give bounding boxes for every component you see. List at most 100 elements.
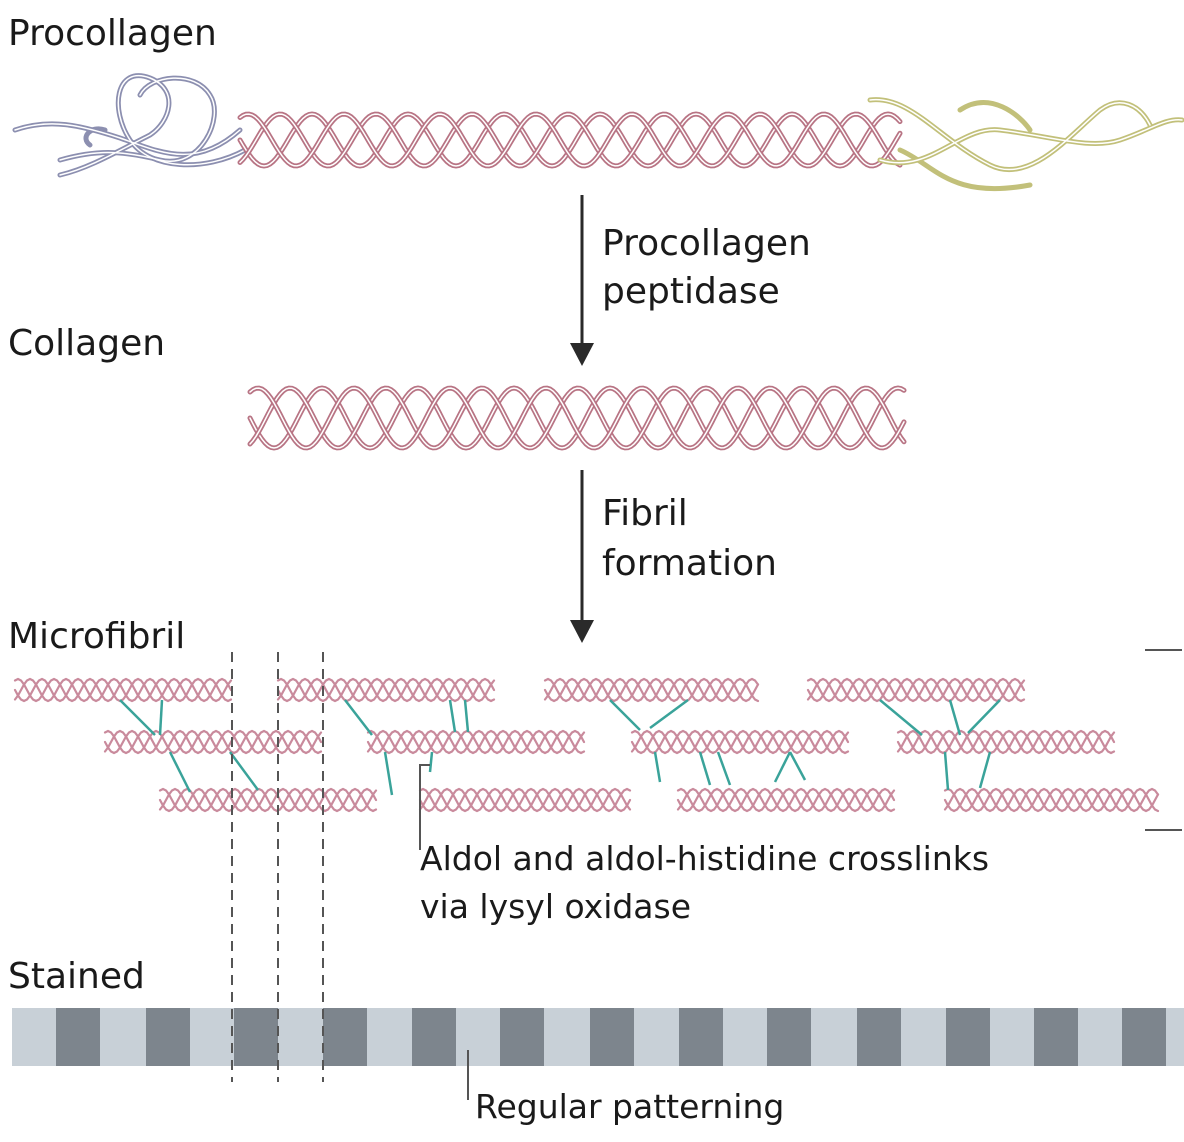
stained-dark-band — [590, 1008, 634, 1066]
microfibril-strand — [366, 729, 586, 755]
n-propeptide-outline — [14, 75, 246, 176]
collagen-helix-strand-highlight — [249, 387, 905, 449]
stained-dark-band — [857, 1008, 901, 1066]
stained-dark-band — [146, 1008, 190, 1066]
stained-dark-band — [500, 1008, 544, 1066]
alignment-guides — [231, 652, 324, 1082]
crosslink — [463, 699, 470, 733]
crosslink — [168, 751, 192, 793]
microfibril-strand — [276, 677, 496, 703]
microfibril-strand — [806, 677, 1026, 703]
crosslinks — [119, 698, 1001, 796]
microfibril-strand — [676, 787, 896, 813]
procollagen-helix-strand-highlight — [239, 113, 901, 167]
step1-label-line1: Procollagen — [602, 223, 811, 264]
microfibril-molecule — [630, 729, 850, 755]
microfibril-strand — [630, 729, 850, 755]
crosslink — [428, 751, 434, 773]
stained-dark-band — [1034, 1008, 1078, 1066]
crosslink — [344, 699, 373, 736]
microfibril-molecule — [676, 787, 896, 813]
microfibril-strand — [943, 787, 1160, 813]
microfibril-strand — [676, 787, 896, 813]
microfibril-strand — [158, 787, 378, 813]
microfibril-strand — [158, 787, 378, 813]
patterning-label: Regular patterning — [475, 1087, 784, 1126]
stained-dark-band — [56, 1008, 100, 1066]
crosslink — [773, 751, 792, 783]
crosslink — [653, 751, 662, 783]
crosslink — [649, 698, 689, 730]
microfibril-strand — [13, 677, 233, 703]
step1-label-line2: peptidase — [602, 271, 780, 312]
microfibril-strand — [896, 729, 1116, 755]
stained-label: Stained — [8, 956, 145, 997]
down-arrow-icon — [570, 470, 594, 643]
microfibril-molecule — [943, 787, 1160, 813]
microfibril-strand — [418, 787, 632, 813]
crosslink — [698, 751, 712, 786]
microfibril-molecule — [418, 787, 632, 813]
step2-label-line2: formation — [602, 543, 777, 584]
microfibril-molecule — [806, 677, 1026, 703]
microfibril-strand — [896, 729, 1116, 755]
microfibril-strand — [676, 787, 896, 813]
microfibril-label: Microfibril — [8, 616, 185, 657]
crosslink — [948, 699, 962, 736]
crosslink — [609, 699, 641, 731]
microfibril-molecule — [158, 787, 378, 813]
microfibril-strand — [543, 677, 760, 703]
microfibril-molecule — [276, 677, 496, 703]
crosslink — [383, 751, 394, 796]
microfibril-molecule — [103, 729, 323, 755]
microfibril-strand — [13, 677, 233, 703]
microfibril-strand — [366, 729, 586, 755]
crosslink — [978, 751, 992, 789]
stained-dark-band — [679, 1008, 723, 1066]
microfibril-strand — [366, 729, 586, 755]
crosslink — [879, 699, 923, 736]
c-propeptide-outline — [869, 98, 1183, 171]
crosslink — [119, 699, 156, 736]
crosslinks-label-line1: Aldol and aldol-histidine crosslinks — [420, 839, 989, 878]
microfibril-strand — [276, 677, 496, 703]
microfibril-strand — [896, 729, 1116, 755]
microfibril-strand — [158, 787, 378, 813]
procollagen-molecule — [12, 73, 1184, 192]
n-propeptide — [12, 73, 248, 178]
crosslink — [158, 699, 164, 736]
crosslink — [228, 751, 260, 791]
crosslink — [448, 699, 457, 733]
microfibril-strand — [418, 787, 632, 813]
microfibril-strand — [630, 729, 850, 755]
stained-dark-band — [234, 1008, 278, 1066]
stained-dark-band — [412, 1008, 456, 1066]
microfibril-strand — [943, 787, 1160, 813]
microfibril-strand — [543, 677, 760, 703]
microfibril-strand — [806, 677, 1026, 703]
procollagen-helix-strand-highlight — [239, 113, 901, 167]
collagen-helix-strand-highlight — [249, 387, 905, 449]
microfibril-molecule — [13, 677, 233, 703]
procollagen-triple-helix — [237, 111, 903, 169]
microfibril-strand — [103, 729, 323, 755]
down-arrow-icon — [570, 195, 594, 366]
collagen-triple-helix — [247, 385, 907, 451]
stained-dark-band — [767, 1008, 811, 1066]
crosslink — [716, 751, 732, 786]
microfibril-strand — [103, 729, 323, 755]
c-propeptide — [867, 97, 1184, 192]
stained-dark-band — [946, 1008, 990, 1066]
step2-label-line1: Fibril — [602, 493, 688, 534]
stained-dark-band — [1122, 1008, 1166, 1066]
microfibril-molecule — [366, 729, 586, 755]
crosslink — [943, 751, 950, 791]
microfibril-array — [13, 677, 1160, 813]
crosslink — [788, 751, 807, 781]
microfibril-strand — [806, 677, 1026, 703]
stained-band — [12, 1008, 1184, 1066]
collagen-label: Collagen — [8, 323, 165, 364]
microfibril-strand — [103, 729, 323, 755]
microfibril-strand — [630, 729, 850, 755]
